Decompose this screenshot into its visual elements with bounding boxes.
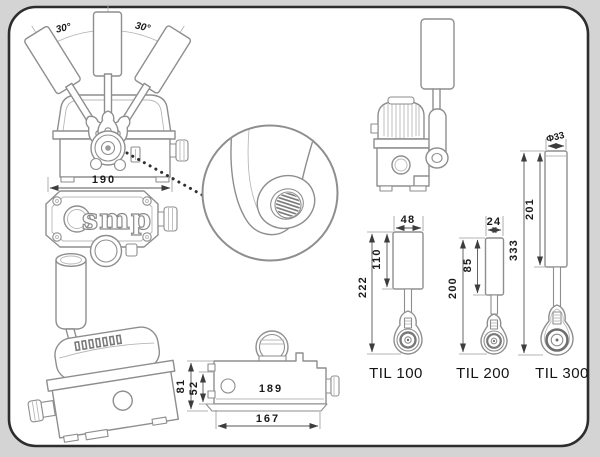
detail-view bbox=[125, 124, 339, 262]
smp-logo: smp bbox=[82, 202, 152, 236]
til200-label: TIL 200 bbox=[456, 365, 510, 382]
front-view-levers bbox=[24, 4, 192, 147]
dimension-52: 52 bbox=[188, 371, 213, 405]
side-base-length-dim: 167 bbox=[256, 413, 280, 425]
angle-label-right: 30° bbox=[134, 21, 152, 35]
cable-gland-perspective bbox=[27, 399, 56, 423]
lever-til200: 24 85 200 TIL 200 bbox=[447, 216, 510, 382]
front-view-hub bbox=[89, 130, 127, 172]
cable-gland-top bbox=[157, 206, 178, 232]
side-view-body bbox=[213, 352, 327, 405]
til200-weight-length: 85 bbox=[462, 258, 474, 273]
perspective-body bbox=[27, 326, 180, 443]
til300-overall-length: 333 bbox=[508, 239, 520, 261]
dimension-167: 167 bbox=[215, 410, 321, 429]
til300-dim-width: Φ33 bbox=[545, 130, 567, 150]
til300-weight-length: 201 bbox=[524, 198, 536, 220]
perspective-view bbox=[27, 252, 180, 443]
lever-right bbox=[106, 25, 192, 147]
til100-weight bbox=[392, 231, 424, 290]
detail-leader-dots bbox=[125, 151, 206, 198]
side-3d-lever bbox=[420, 18, 455, 169]
til100-dim-overall: 222 bbox=[357, 233, 401, 355]
til300-dim-overall: 333 bbox=[508, 152, 543, 356]
front-width-dim: 190 bbox=[92, 174, 116, 186]
side-3d-body bbox=[370, 96, 431, 192]
top-view: smp bbox=[45, 190, 178, 268]
til300-width: Φ33 bbox=[545, 130, 565, 145]
angle-label-left: 30° bbox=[55, 21, 73, 35]
side-inner-length-dim: 189 bbox=[259, 383, 283, 395]
til100-weight-length: 110 bbox=[371, 248, 383, 269]
lever-til300: Φ33 201 333 TIL 300 bbox=[508, 130, 589, 382]
cable-gland-front bbox=[169, 139, 189, 162]
til100-width: 48 bbox=[401, 214, 416, 226]
side-view-knob bbox=[255, 330, 289, 364]
side-3d-view bbox=[370, 18, 455, 192]
til300-weight bbox=[544, 150, 568, 268]
front-view-body bbox=[52, 94, 189, 183]
til200-overall-length: 200 bbox=[447, 277, 459, 299]
til100-dim-width: 48 bbox=[393, 214, 424, 231]
cable-gland-side bbox=[325, 375, 340, 397]
til100-label: TIL 100 bbox=[369, 365, 423, 382]
til300-label: TIL 300 bbox=[535, 365, 589, 382]
til200-dim-width: 24 bbox=[485, 216, 504, 236]
side-body-height-dim: 52 bbox=[188, 381, 200, 396]
til300-dim-weight-length: 201 bbox=[520, 150, 552, 268]
til200-weight bbox=[484, 237, 505, 296]
front-view: 30° 30° bbox=[24, 4, 192, 192]
til200-width: 24 bbox=[487, 216, 502, 228]
til200-dim-overall: 200 bbox=[447, 239, 487, 355]
side-overall-height-dim: 81 bbox=[175, 379, 187, 394]
side-view: 189 167 81 52 bbox=[175, 330, 340, 429]
til100-overall-length: 222 bbox=[357, 276, 369, 298]
dimension-81: 81 bbox=[175, 360, 213, 412]
lever-til100: 48 110 222 TIL 100 bbox=[357, 214, 424, 382]
